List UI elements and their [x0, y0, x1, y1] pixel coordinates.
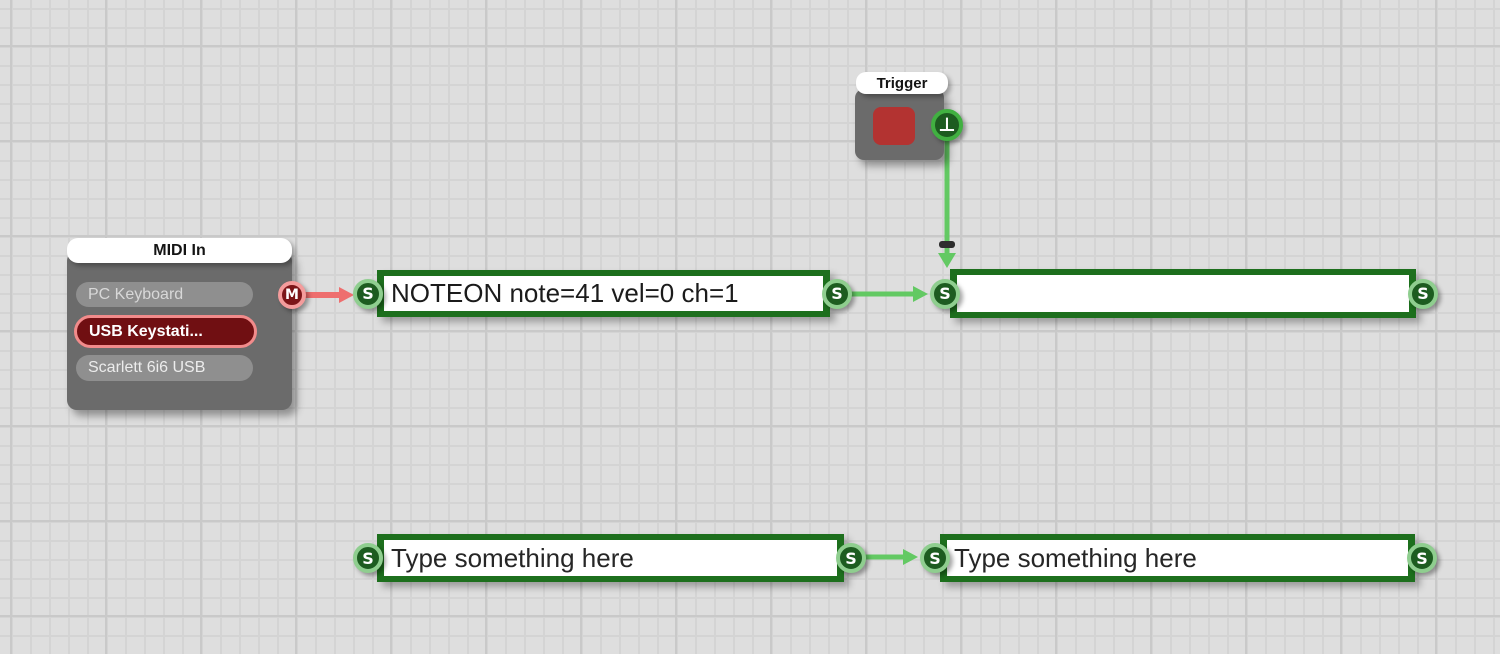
- s-glyph: S: [362, 548, 374, 568]
- wire-trigger-to-empty[interactable]: [938, 140, 956, 268]
- midi-device-label: USB Keystati...: [89, 322, 203, 340]
- arrowhead: [913, 286, 928, 302]
- trigger-button[interactable]: [873, 107, 915, 145]
- trigger-out-connector-icon[interactable]: ⊥: [931, 109, 963, 141]
- string-box-type-left[interactable]: Type something here S S: [353, 534, 866, 582]
- trigger-connector-glyph: ⊥: [938, 113, 956, 136]
- string-out-connector-icon[interactable]: S: [1408, 278, 1438, 309]
- string-out-connector-icon[interactable]: S: [822, 278, 852, 309]
- string-box-type-right[interactable]: Type something here S S: [920, 534, 1437, 582]
- midi-in-node-title: MIDI In: [67, 238, 292, 263]
- midi-connector-glyph: M: [285, 287, 299, 303]
- midi-out-connector-icon[interactable]: M: [278, 281, 306, 309]
- type-right-text: Type something here: [954, 542, 1197, 573]
- wire-typeleft-to-typeright[interactable]: [863, 549, 918, 565]
- trigger-node[interactable]: Trigger ⊥: [855, 72, 967, 164]
- trigger-title-label: Trigger: [876, 74, 928, 92]
- s-glyph: S: [939, 284, 951, 303]
- midi-device-usb-keystation[interactable]: USB Keystati...: [74, 315, 257, 348]
- s-glyph: S: [362, 284, 374, 303]
- type-left-text-field[interactable]: Type something here: [384, 540, 837, 576]
- midi-device-pc-keyboard[interactable]: PC Keyboard: [76, 282, 253, 307]
- empty-text-field[interactable]: [957, 275, 1409, 312]
- noteon-text: NOTEON note=41 vel=0 ch=1: [391, 278, 739, 308]
- wire-handle[interactable]: [939, 241, 955, 248]
- type-right-text-field[interactable]: Type something here: [947, 540, 1408, 576]
- string-out-connector-icon[interactable]: S: [836, 543, 866, 573]
- arrowhead: [339, 287, 354, 303]
- string-box-noteon[interactable]: NOTEON note=41 vel=0 ch=1 S S: [353, 270, 852, 317]
- type-left-text: Type something here: [391, 542, 634, 573]
- arrowhead: [903, 549, 918, 565]
- midi-device-scarlett[interactable]: Scarlett 6i6 USB: [76, 355, 253, 381]
- s-glyph: S: [1416, 548, 1428, 568]
- wire-midi-to-noteon[interactable]: [303, 287, 354, 303]
- wire-noteon-to-empty[interactable]: [851, 286, 928, 302]
- string-in-connector-icon[interactable]: S: [353, 278, 383, 309]
- midi-in-node[interactable]: MIDI In PC Keyboard USB Keystati... Scar…: [67, 238, 306, 410]
- s-glyph: S: [929, 548, 941, 568]
- string-box-empty[interactable]: S S: [930, 269, 1438, 318]
- midi-device-label: PC Keyboard: [88, 285, 184, 303]
- string-in-connector-icon[interactable]: S: [353, 543, 383, 573]
- midi-device-label: Scarlett 6i6 USB: [88, 359, 206, 376]
- string-out-connector-icon[interactable]: S: [1407, 543, 1437, 573]
- trigger-node-title: Trigger: [856, 72, 948, 94]
- string-in-connector-icon[interactable]: S: [930, 278, 960, 309]
- s-glyph: S: [1417, 284, 1429, 303]
- arrowhead: [938, 253, 956, 268]
- string-in-connector-icon[interactable]: S: [920, 543, 950, 573]
- noteon-text-field[interactable]: NOTEON note=41 vel=0 ch=1: [384, 276, 823, 311]
- s-glyph: S: [831, 284, 843, 303]
- s-glyph: S: [845, 548, 857, 568]
- midi-in-title-label: MIDI In: [153, 241, 206, 259]
